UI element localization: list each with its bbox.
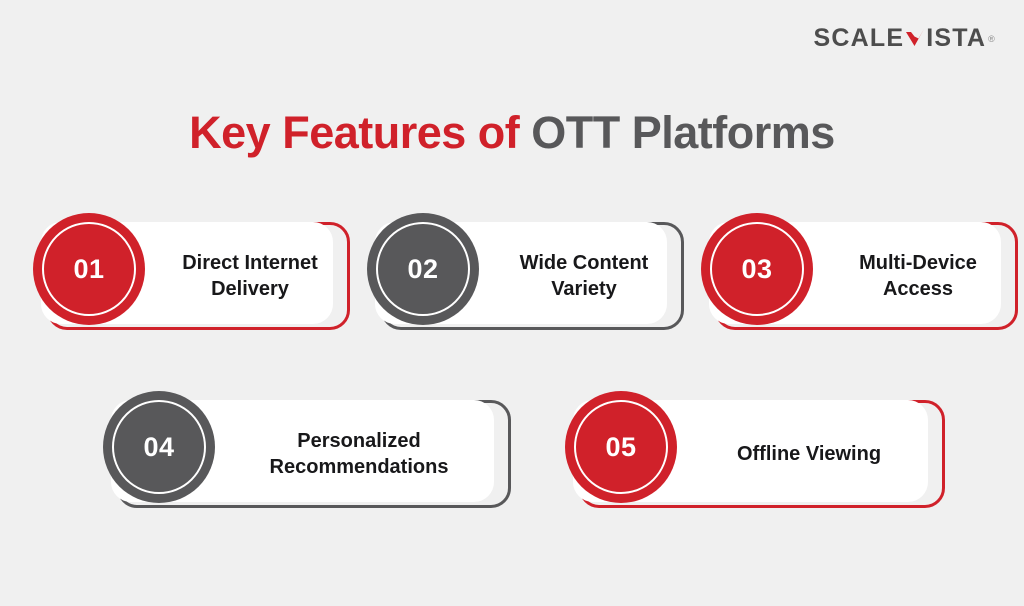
feature-badge-01: 01 [33, 213, 145, 325]
feature-card-01[interactable]: 01 Direct Internet Delivery [33, 213, 350, 330]
page-title: Key Features of OTT Platforms [0, 108, 1024, 158]
feature-badge-05: 05 [565, 391, 677, 503]
feature-number-03: 03 [741, 253, 773, 284]
feature-number-04: 04 [143, 431, 175, 462]
feature-badge-04: 04 [103, 391, 215, 503]
feature-number-02: 02 [407, 253, 439, 284]
logo-text-part2: ISTA [926, 24, 987, 52]
logo-text-part1: SCALE [813, 24, 905, 52]
v-checkmark-icon [905, 28, 925, 50]
feature-badge-02: 02 [367, 213, 479, 325]
feature-label-04: Personalized Recommendations [269, 430, 449, 479]
logo-text: SCALE ISTA ® [814, 26, 996, 51]
brand-logo: SCALE ISTA ® [814, 26, 996, 51]
page-title-accent: Key Features of [189, 107, 532, 159]
feature-number-05: 05 [605, 431, 637, 462]
feature-label-05: Offline Viewing [736, 443, 882, 465]
feature-label-03: Multi-Device Access [859, 252, 977, 301]
feature-card-02[interactable]: 02 Wide Content Variety [367, 213, 684, 330]
feature-label-01: Direct Internet Delivery [182, 252, 318, 301]
feature-number-01: 01 [73, 253, 105, 284]
registered-trademark-icon: ® [988, 33, 996, 44]
page-title-neutral: OTT Platforms [531, 107, 835, 159]
feature-card-03[interactable]: 03 Multi-Device Access [701, 213, 1018, 330]
feature-card-05[interactable]: 05 Offline Viewing [565, 391, 945, 508]
feature-label-02: Wide Content Variety [519, 252, 649, 301]
feature-badge-03: 03 [701, 213, 813, 325]
feature-card-04[interactable]: 04 Personalized Recommendations [103, 391, 511, 508]
